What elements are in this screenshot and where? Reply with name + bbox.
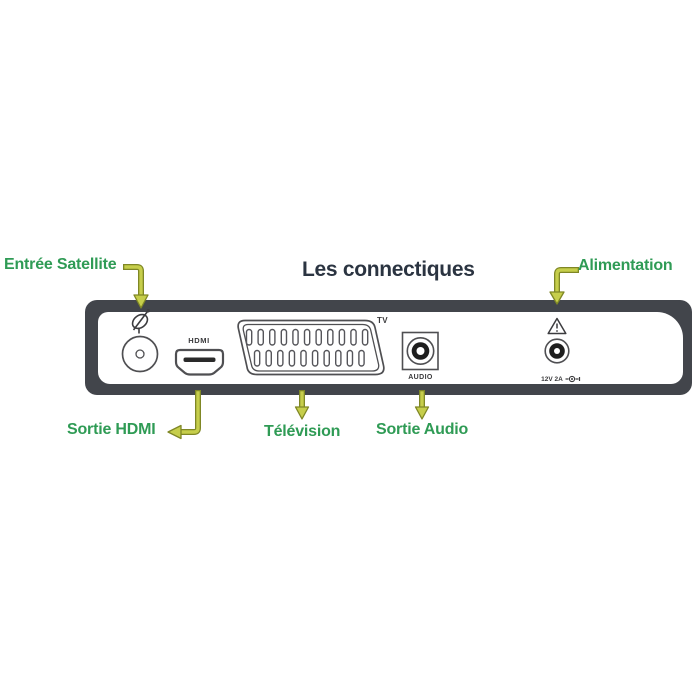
power-jack-label: 12V 2A xyxy=(531,375,591,383)
audio-arrow xyxy=(414,390,430,420)
callout-television: Télévision xyxy=(264,423,341,440)
warning-triangle-icon xyxy=(547,317,567,335)
satellite-dish-icon xyxy=(131,309,150,334)
callout-hdmi-output: Sortie HDMI xyxy=(67,421,156,438)
hdmi-port xyxy=(174,348,225,376)
scart-pin-slots xyxy=(245,328,369,367)
satellite-arrow xyxy=(123,264,149,309)
callout-power: Alimentation xyxy=(578,257,673,274)
television-arrow xyxy=(294,390,310,420)
scart-port-label: TV xyxy=(377,316,389,325)
power-rating-text: 12V 2A xyxy=(541,375,563,383)
power-arrow xyxy=(549,267,579,305)
page-title: Les connectiques xyxy=(302,258,475,281)
satellite-coax-connector xyxy=(121,335,159,373)
dc-polarity-icon xyxy=(565,375,580,383)
scart-connector xyxy=(237,319,385,376)
callout-audio-output: Sortie Audio xyxy=(376,421,469,438)
device-rear-panel xyxy=(85,300,692,395)
hdmi-port-label: HDMI xyxy=(188,336,210,345)
callout-satellite-input: Entrée Satellite xyxy=(4,256,117,273)
hdmi-arrow xyxy=(167,390,201,440)
audio-jack xyxy=(401,331,439,371)
power-jack xyxy=(544,338,570,364)
audio-jack-label: AUDIO xyxy=(408,374,433,381)
